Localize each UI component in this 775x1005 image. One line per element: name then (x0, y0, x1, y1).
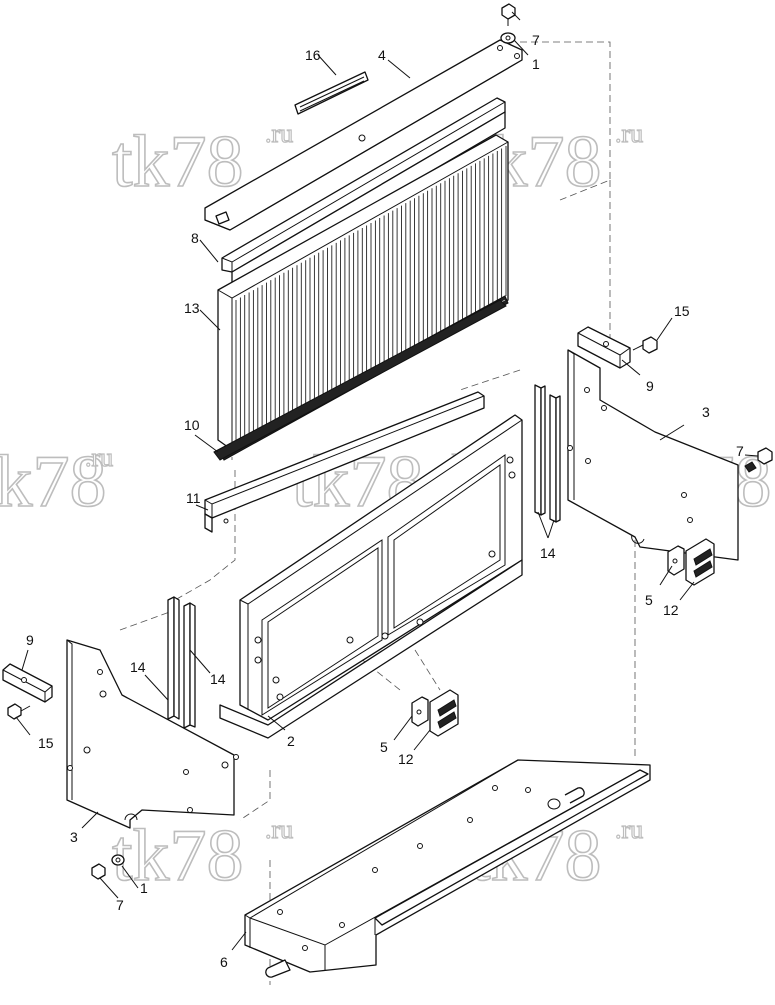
watermark-bottom-left-suffix: .ru (265, 815, 293, 844)
foam-strip (294, 71, 369, 115)
callout-label: 10 (184, 417, 200, 433)
left-bolt-7-and-washer-1 (91, 854, 125, 880)
callout-label: 15 (38, 735, 54, 751)
callout-label: 5 (380, 739, 388, 755)
lower-channel (204, 391, 485, 533)
seal-rod (213, 299, 507, 461)
callout-label: 6 (220, 954, 228, 970)
callout-label: 3 (70, 829, 78, 845)
callout-label: 14 (210, 671, 226, 687)
vertical-strips-right (534, 384, 561, 523)
callout-label: 8 (191, 230, 199, 246)
callout-label: 1 (532, 56, 540, 72)
right-side-panel (567, 349, 739, 561)
callout-label: 5 (645, 592, 653, 608)
watermark-bottom-left: tk78 (112, 815, 244, 897)
callout-label: 7 (736, 443, 744, 459)
callout-label: 2 (287, 733, 295, 749)
center-frame-panel (219, 414, 523, 739)
callout-label: 13 (184, 300, 200, 316)
callout-label: 3 (702, 404, 710, 420)
watermark-bottom-right-suffix: .ru (615, 815, 643, 844)
alignment-lines (119, 41, 636, 985)
callout-label: 16 (305, 47, 321, 63)
right-bolt-7 (744, 447, 773, 473)
clip-bracket-right (667, 538, 715, 586)
watermark-top-right-suffix: .ru (615, 119, 643, 148)
vertical-strips-left (167, 596, 196, 729)
left-bolt-15 (7, 703, 31, 720)
watermark-mid-left-suffix: .ru (85, 443, 113, 472)
callout-label: 7 (532, 32, 540, 48)
callout-label: 12 (398, 751, 414, 767)
callout-label: 12 (663, 602, 679, 618)
left-upper-bracket (2, 663, 53, 703)
top-cover-plate (204, 39, 523, 231)
callout-label: 1 (140, 880, 148, 896)
callout-label: 7 (116, 897, 124, 913)
radiator-fins (235, 146, 507, 450)
callout-label: 11 (186, 490, 201, 506)
callout-label: 15 (674, 303, 690, 319)
callout-label: 14 (130, 659, 146, 675)
watermark-top-left-suffix: .ru (265, 119, 293, 148)
clip-bracket-center (411, 689, 459, 737)
right-upper-bracket (577, 326, 631, 369)
leader-lines (15, 11, 759, 951)
callout-label: 9 (26, 632, 34, 648)
left-side-panel (66, 639, 239, 829)
bottom-tray (244, 759, 651, 978)
watermark-top-left: tk78 (112, 121, 244, 203)
callout-label: 4 (378, 47, 386, 63)
top-bolt-7-and-washer-1 (500, 3, 516, 44)
right-bolt-15 (632, 336, 658, 354)
callout-label: 9 (646, 378, 654, 394)
callout-label: 14 (540, 545, 556, 561)
watermark-mid-left: tk78 (0, 441, 107, 523)
callout-labels: 16 4 7 1 8 13 15 9 3 7 10 11 14 5 12 9 1… (26, 32, 744, 970)
